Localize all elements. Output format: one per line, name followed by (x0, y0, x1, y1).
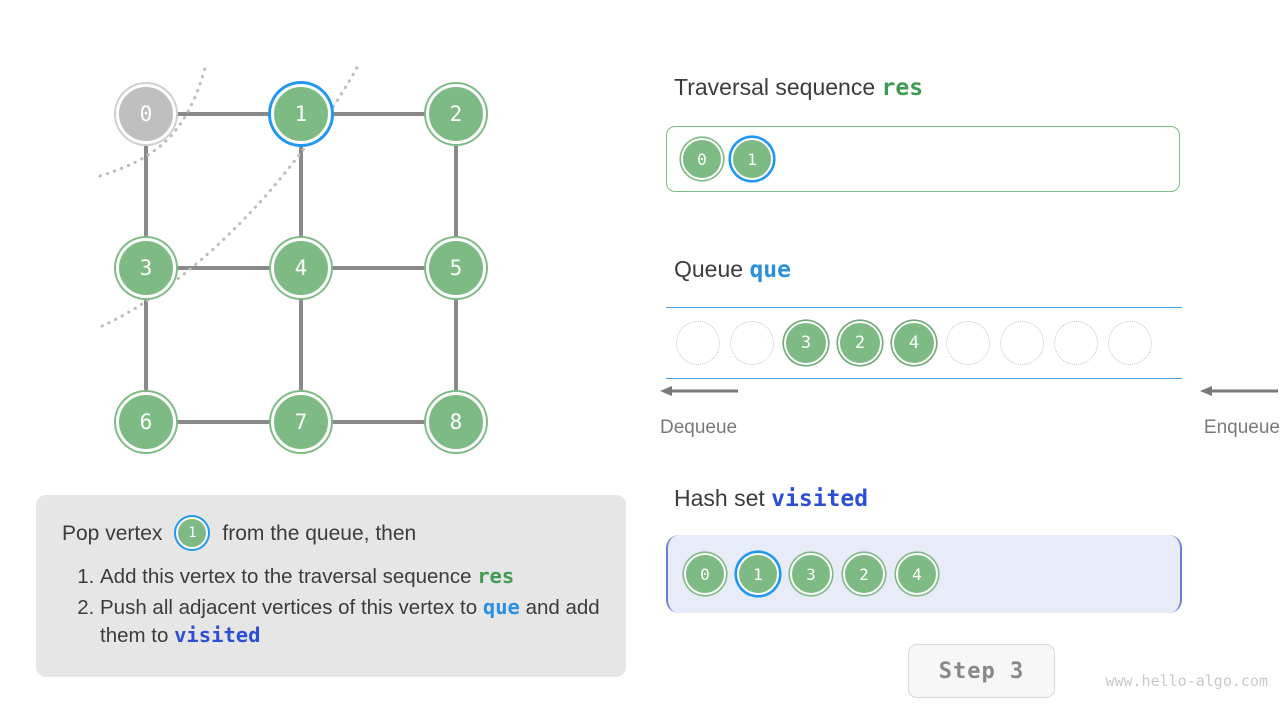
res-item-label: 1 (747, 149, 757, 169)
graph-node-6-label: 6 (139, 410, 153, 434)
visited-item[interactable]: 0 (684, 553, 726, 595)
visited-item-label: 2 (859, 564, 869, 584)
queue-slot[interactable] (730, 321, 774, 365)
graph-node-3[interactable]: 3 (116, 238, 176, 298)
caption-step-1-keyword: res (477, 564, 515, 588)
graph-node-4-label: 4 (294, 256, 308, 280)
visited-item[interactable]: 1 (737, 553, 779, 595)
res-item-label: 0 (697, 149, 707, 169)
graph-node-0-label: 0 (139, 102, 153, 126)
graph-node-7[interactable]: 7 (271, 392, 331, 452)
caption-step-2-keyword-visited: visited (174, 622, 261, 647)
visited-item-label: 4 (912, 564, 922, 584)
queue-title-keyword: que (749, 257, 791, 283)
graph-node-5[interactable]: 5 (426, 238, 486, 298)
graph-node-3-label: 3 (139, 256, 153, 280)
dequeue-label: Dequeue (660, 417, 738, 438)
queue-slot[interactable] (676, 321, 720, 365)
graph-node-1-label: 1 (294, 102, 308, 126)
visited-container: 0 1 3 2 4 (666, 535, 1182, 613)
res-section-title: Traversal sequence res (674, 74, 923, 101)
caption-box: Pop vertex 1 from the queue, then Add th… (36, 495, 626, 678)
visited-item-label: 3 (806, 564, 816, 584)
res-title-text: Traversal sequence (674, 74, 876, 100)
caption-inline-node-label: 1 (188, 525, 197, 541)
caption-lead-after: from the queue, then (222, 521, 417, 545)
frontier-curve-lower (100, 64, 360, 328)
visited-title-keyword: visited (771, 486, 869, 512)
graph-node-1[interactable]: 1 (271, 84, 331, 144)
caption-step-2-text2: and add them to (100, 596, 600, 647)
queue-slot[interactable] (946, 321, 990, 365)
frontier-curves (98, 64, 360, 328)
dequeue-arrow-icon (660, 386, 738, 396)
visited-item-label: 1 (753, 564, 763, 584)
enqueue-arrow-icon (1200, 386, 1278, 396)
visited-title-text: Hash set (674, 485, 765, 511)
graph-node-7-label: 7 (294, 410, 308, 434)
queue-slot[interactable] (1000, 321, 1044, 365)
caption-steps: Add this vertex to the traversal sequenc… (62, 563, 600, 649)
queue-section-title: Queue que (674, 256, 791, 283)
queue-slot[interactable] (1108, 321, 1152, 365)
caption-step-1-text: Add this vertex to the traversal sequenc… (100, 565, 472, 588)
graph-node-2-label: 2 (449, 102, 463, 126)
visited-item[interactable]: 3 (790, 553, 832, 595)
queue-slot[interactable]: 3 (784, 321, 828, 365)
caption-inline-node: 1 (176, 517, 209, 549)
queue-slot[interactable] (1054, 321, 1098, 365)
res-container: 0 1 (666, 126, 1180, 192)
enqueue-label: Enqueue (1203, 417, 1280, 438)
queue-slot-label: 4 (908, 333, 920, 353)
res-item[interactable]: 1 (731, 138, 773, 180)
graph-node-5-label: 5 (449, 256, 463, 280)
visited-item[interactable]: 2 (843, 553, 885, 595)
step-badge: Step 3 (908, 644, 1055, 698)
queue-slot-label: 3 (800, 333, 812, 353)
visited-item[interactable]: 4 (896, 553, 938, 595)
graph-node-0[interactable]: 0 (116, 84, 176, 144)
caption-step-2-keyword-que: que (482, 595, 520, 620)
graph-node-8-label: 8 (449, 410, 463, 434)
caption-lead-before: Pop vertex (62, 521, 163, 545)
caption-lead: Pop vertex 1 from the queue, then (62, 517, 600, 549)
visited-item-label: 0 (700, 564, 710, 584)
frontier-curve-upper (98, 66, 207, 178)
queue-track: 3 2 4 (666, 307, 1182, 379)
caption-step-2-text: Push all adjacent vertices of this verte… (100, 596, 478, 620)
queue-slot[interactable]: 2 (838, 321, 882, 365)
graph-panel: 0 1 2 3 4 5 6 7 8 (0, 0, 640, 480)
graph-node-2[interactable]: 2 (426, 84, 486, 144)
queue-slot-label: 2 (854, 333, 866, 353)
res-title-keyword: res (881, 75, 924, 101)
queue-slot[interactable]: 4 (892, 321, 936, 365)
res-item[interactable]: 0 (681, 138, 723, 180)
graph-node-8[interactable]: 8 (426, 392, 486, 452)
graph-node-4[interactable]: 4 (271, 238, 331, 298)
caption-step-2: Push all adjacent vertices of this verte… (100, 594, 600, 649)
graph-node-6[interactable]: 6 (116, 392, 176, 452)
right-column: Traversal sequence res 0 1 Queue que 3 2… (660, 0, 1280, 720)
caption-step-1: Add this vertex to the traversal sequenc… (100, 563, 600, 590)
queue-title-text: Queue (674, 256, 744, 282)
watermark: www.hello-algo.com (1105, 672, 1268, 690)
visited-section-title: Hash set visited (674, 485, 868, 512)
